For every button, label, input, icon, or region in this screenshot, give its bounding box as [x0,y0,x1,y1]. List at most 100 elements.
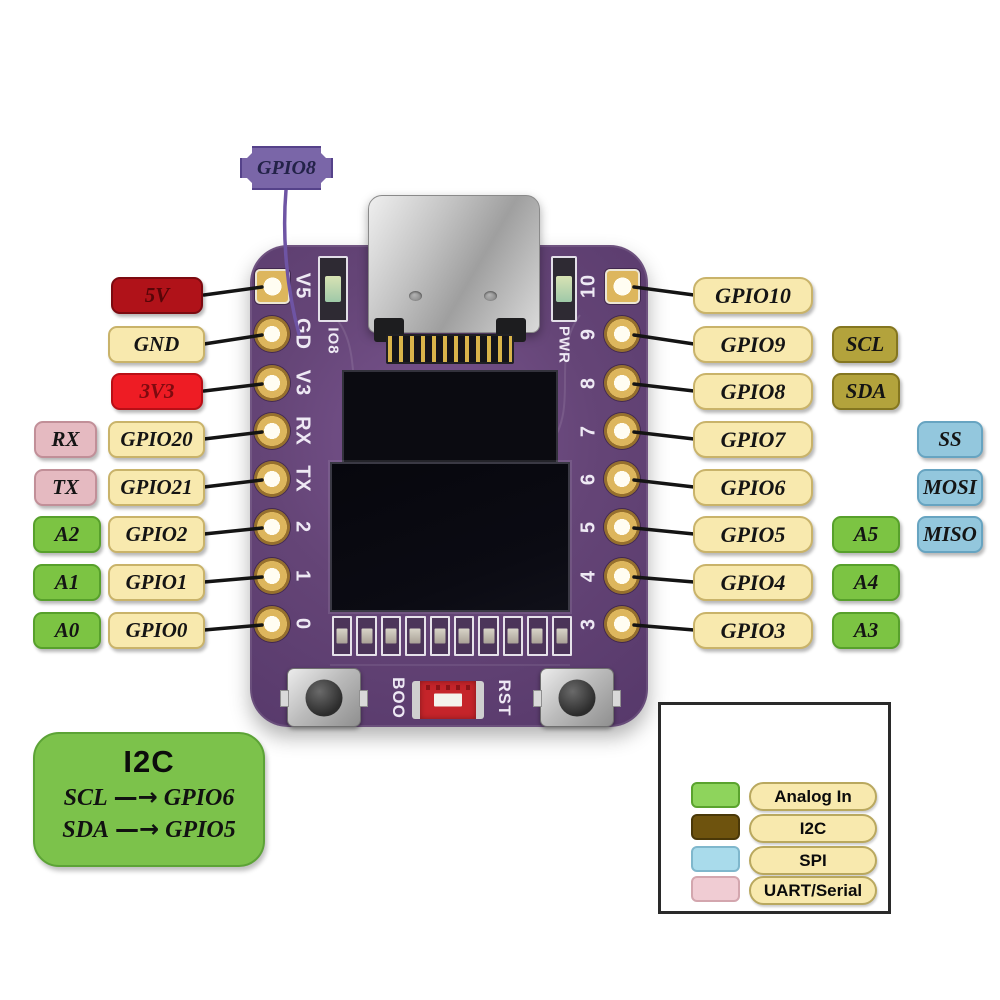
pad-2 [254,509,290,545]
smd-component [502,616,524,656]
silk-0: 0 [291,617,314,631]
i2c-info-box: I2C SCL—→GPIO6 SDA—→GPIO5 [33,732,265,867]
pad-8 [604,365,640,401]
silk-boo-label: BOO [389,677,408,719]
pin-label-gpio1: GPIO1 [108,564,205,601]
pad-tx [254,461,290,497]
silk-rx: RX [291,416,314,446]
silk-io8-label: IO8 [324,327,342,355]
pad-v3 [254,365,290,401]
pin-label-gpio4: GPIO4 [693,564,813,601]
pin-label-tx: TX [34,469,97,506]
io8-led [318,256,348,322]
pin-label-a2: A2 [33,516,101,553]
pad-1 [254,558,290,594]
smd-component [478,616,499,656]
legend-swatch-analog [691,782,740,808]
silk-3: 3 [577,617,600,631]
pad-3 [604,606,640,642]
silk-6: 6 [577,472,600,486]
usb-pin-row [386,334,514,364]
usb-dimple [409,291,422,301]
pin-label-gpio2: GPIO2 [108,516,205,553]
pin-label-a1: A1 [33,564,101,601]
callout-gpio8: GPIO8 [240,146,333,190]
smd-component-row [332,616,573,656]
legend-row: I2C [661,814,888,843]
silk-9: 9 [577,327,600,341]
legend-swatch-spi [691,846,740,872]
i2c-sda-pin: GPIO5 [165,817,236,843]
pin-label-sda: SDA [832,373,900,410]
silk-tx: TX [291,465,314,493]
pin-label-5v: 5V [111,277,203,314]
pin-label-gnd: GND [108,326,205,363]
pad-7 [604,413,640,449]
pad-v5 [255,269,290,304]
button-tab [533,690,542,707]
pin-label-gpio10: GPIO10 [693,277,813,314]
legend-label-analog: Analog In [749,782,877,811]
legend-label-spi: SPI [749,846,877,875]
oled-display [330,462,570,612]
silk-rst-label: RST [495,679,514,717]
i2c-box-title: I2C [123,744,175,779]
i2c-scl-row: SCL—→GPIO6 [64,783,235,812]
usb-dimple [484,291,497,301]
legend-box: Analog In I2C SPI UART/Serial [658,702,891,914]
smd-component [527,616,548,656]
i2c-sda-row: SDA—→GPIO5 [62,815,235,844]
pin-label-scl: SCL [832,326,898,363]
smd-component [405,616,426,656]
legend-label-uart: UART/Serial [749,876,877,905]
pin-label-a3: A3 [832,612,900,649]
reset-button [533,668,621,727]
silk-v3: V3 [291,369,314,397]
pad-gd [254,316,290,352]
boot-button [280,668,368,727]
pad-0 [254,606,290,642]
pin-label-gpio7: GPIO7 [693,421,813,458]
legend-row: SPI [661,846,888,875]
pad-4 [604,558,640,594]
led-chip [556,276,572,302]
button-cap [558,679,596,716]
smd-component [454,616,475,656]
pad-5 [604,509,640,545]
pad-6 [604,461,640,497]
button-tab [280,690,289,707]
smd-component [429,616,451,656]
button-cap [305,679,343,716]
pin-label-gpio20: GPIO20 [108,421,205,458]
pin-label-a0: A0 [33,612,101,649]
legend-swatch-i2c [691,814,740,840]
pin-label-ss: SS [917,421,983,458]
pwr-led [551,256,577,322]
pin-label-3v3: 3V3 [111,373,203,410]
pin-label-gpio3: GPIO3 [693,612,813,649]
silk-5: 5 [577,520,600,534]
red-switch-component [412,681,484,719]
i2c-sda-signal: SDA [62,817,109,843]
silk-4: 4 [577,569,600,583]
led-chip [325,276,341,302]
silk-7: 7 [577,424,600,438]
silk-8: 8 [577,376,600,390]
pin-label-gpio9: GPIO9 [693,326,813,363]
legend-swatch-uart [691,876,740,902]
arrow-icon: —→ [113,783,158,811]
silk-2: 2 [291,520,314,534]
i2c-scl-signal: SCL [63,785,108,811]
pin-label-gpio8: GPIO8 [693,373,813,410]
legend-label-i2c: I2C [749,814,877,843]
smd-component [332,616,353,656]
silk-pwr-label: PWR [555,326,573,364]
silk-1: 1 [291,569,314,583]
pin-label-a5: A5 [832,516,900,553]
button-tab [359,690,368,707]
pin-label-gpio5: GPIO5 [693,516,813,553]
pad-9 [604,316,640,352]
smd-component [380,616,402,656]
silk-10: 10 [577,273,600,299]
